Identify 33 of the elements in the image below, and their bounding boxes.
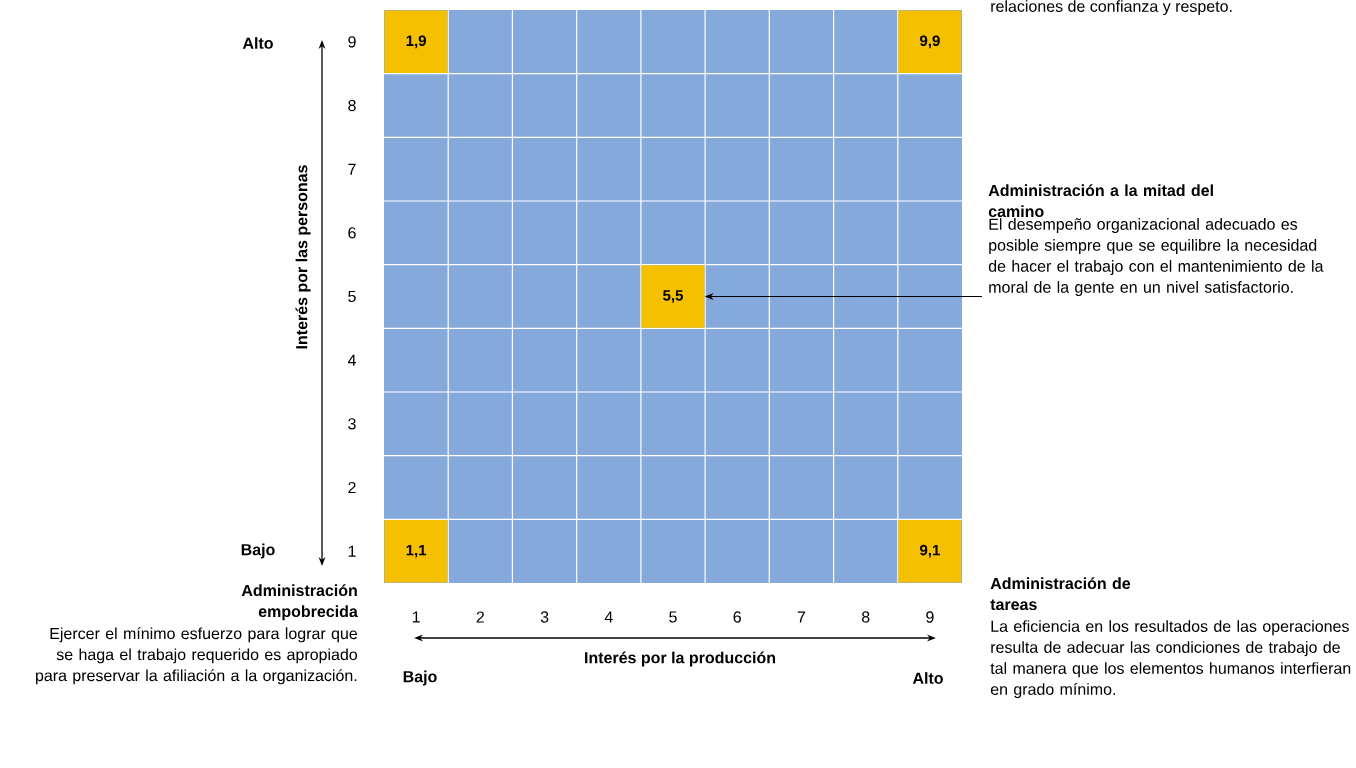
tick-label: 9 [348, 36, 356, 48]
callout-text: Administración a la mitad del camino El desempeño organizacional adecuado es posible siempre que se equilibre la necesidad de hacer el trabajo con el mantenimiento de la moral de la gente en un nivel satisfactorio. [988, 184, 1324, 296]
tick-label: 5 [669, 611, 677, 623]
axis-title: Interés por la producción [585, 651, 776, 667]
arrow [705, 293, 983, 300]
tick-label: 4 [347, 354, 356, 366]
description: Ejercer el mínimo esfuerzo para lograr que se haga el trabajo requerido es apropiado para preservar la afiliación a la organización. [36, 627, 358, 685]
highlighted-cell: 1,1 [384, 519, 448, 583]
tick-label: 5 [348, 290, 356, 303]
highlighted-cell: 1,9 [384, 10, 448, 74]
tick-label: 4 [604, 611, 613, 623]
tick-label: 8 [348, 99, 356, 112]
tick-label: 3 [348, 418, 356, 430]
axis-end-label: Alto [912, 672, 943, 684]
axis-end-label: Bajo [241, 543, 275, 559]
tick-label: 6 [348, 227, 356, 239]
axis-title: Interés por las personas [295, 165, 311, 349]
axis-end-label: Alto [242, 37, 273, 49]
tick-label: 9 [926, 611, 934, 623]
highlighted-cell: 5,5 [641, 265, 705, 328]
tick-label: 6 [733, 611, 741, 623]
tick-label: 1 [412, 611, 420, 623]
tick-label: 3 [540, 611, 549, 623]
tick-label: 8 [861, 611, 870, 623]
tick-label: 7 [797, 611, 806, 623]
axis-end-label: Bajo [403, 670, 437, 686]
description: La eficiencia en los resultados de las operaciones resulta de adecuar las condiciones de trabajo de tal manera que los elementos humanos interfieran en grado mínimo. [990, 620, 1351, 699]
tick-label: 7 [348, 163, 356, 175]
highlighted-cell: 9,9 [898, 10, 962, 74]
tick-label: 1 [348, 545, 356, 557]
tick-label: 2 [348, 481, 356, 494]
highlighted-cell: 9,1 [898, 519, 962, 583]
tick-label: 2 [476, 611, 484, 623]
